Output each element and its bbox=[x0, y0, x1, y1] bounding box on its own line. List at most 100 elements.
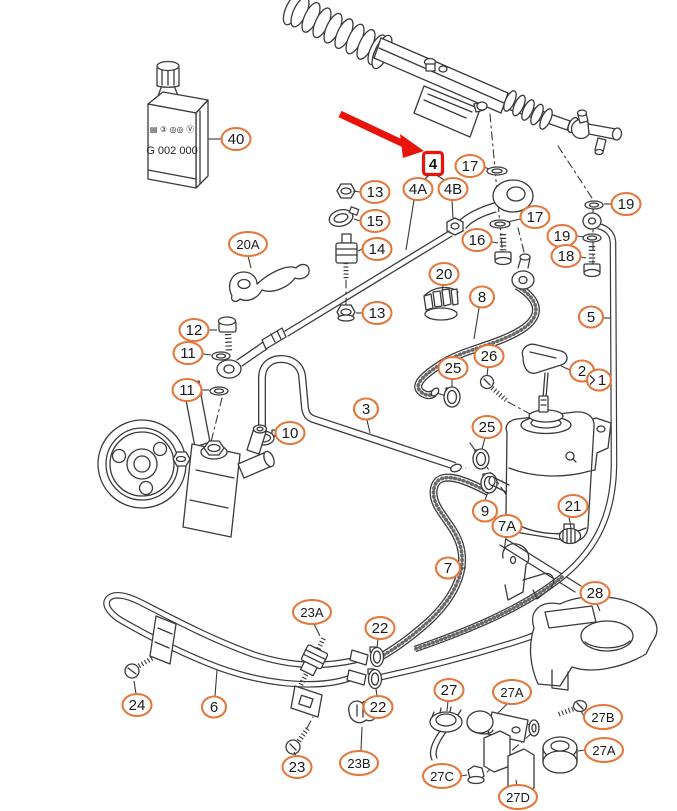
hose-open-end bbox=[450, 463, 462, 473]
banjo-stack-pump bbox=[209, 316, 237, 396]
callout-17[interactable] bbox=[519, 204, 551, 230]
callout-27C[interactable] bbox=[421, 762, 463, 790]
tie-rod-end bbox=[567, 109, 623, 156]
callout-11[interactable] bbox=[172, 340, 204, 366]
callout-12[interactable] bbox=[178, 317, 210, 343]
callout-27[interactable] bbox=[433, 677, 465, 703]
callout-27A[interactable] bbox=[583, 736, 625, 764]
callout-leader-9 bbox=[484, 491, 489, 501]
callout-6[interactable] bbox=[200, 695, 228, 719]
bracket-20A bbox=[229, 263, 310, 302]
callout-23[interactable] bbox=[281, 754, 313, 780]
callout-7[interactable] bbox=[434, 556, 462, 580]
callout-label-26: 26 bbox=[481, 348, 498, 365]
steering-rack bbox=[282, 0, 623, 156]
callout-13[interactable] bbox=[361, 300, 393, 326]
highlight-box[interactable] bbox=[421, 150, 445, 177]
callout-label-7: 7 bbox=[444, 560, 452, 577]
highlight-arrow-head bbox=[400, 134, 424, 158]
callout-leader-19 bbox=[576, 235, 585, 238]
callout-leader-3 bbox=[366, 419, 371, 434]
callout-leader-4A bbox=[405, 199, 415, 251]
callout-28[interactable] bbox=[579, 580, 611, 606]
callout-label-23A: 23A bbox=[300, 605, 323, 620]
callout-leader-27 bbox=[446, 700, 449, 712]
callout-leader-6 bbox=[214, 669, 218, 697]
callout-20[interactable] bbox=[428, 261, 460, 287]
callout-label-3: 3 bbox=[362, 401, 370, 418]
callout-5[interactable] bbox=[577, 305, 605, 329]
callout-25[interactable] bbox=[437, 355, 469, 381]
callout-label-6: 6 bbox=[210, 699, 218, 716]
callout-3[interactable] bbox=[352, 397, 380, 421]
callout-14[interactable] bbox=[361, 236, 393, 262]
screw-23 bbox=[294, 726, 311, 746]
callout-27D[interactable] bbox=[497, 783, 539, 811]
callout-13[interactable] bbox=[359, 179, 391, 205]
callout-4B[interactable] bbox=[437, 176, 469, 202]
banjo-stack-rack bbox=[486, 166, 512, 266]
callout-label-19: 19 bbox=[618, 196, 635, 213]
screw-27B bbox=[556, 699, 588, 718]
damper-valve-group bbox=[328, 183, 360, 322]
callout-40[interactable] bbox=[220, 126, 252, 152]
pipe-end-fitting bbox=[349, 649, 369, 666]
callout-10[interactable] bbox=[274, 420, 306, 446]
callout-leader-8 bbox=[473, 307, 480, 340]
callout-27B[interactable] bbox=[582, 703, 624, 731]
callout-label-8: 8 bbox=[478, 289, 486, 306]
callout-leader-22 bbox=[376, 638, 379, 649]
callout-leader-26 bbox=[486, 366, 489, 377]
callout-25[interactable] bbox=[471, 414, 503, 440]
callout-1[interactable] bbox=[585, 368, 613, 392]
callout-leader-16 bbox=[491, 241, 499, 244]
highlight-group[interactable]: 4 bbox=[338, 110, 450, 184]
callout-4A[interactable] bbox=[402, 176, 434, 202]
callout-24[interactable] bbox=[121, 692, 153, 718]
callout-27A[interactable] bbox=[491, 678, 533, 706]
rack-bracket bbox=[413, 85, 481, 138]
callout-label-27D: 27D bbox=[506, 790, 530, 805]
callout-23A[interactable] bbox=[291, 598, 333, 626]
callout-22[interactable] bbox=[364, 615, 396, 641]
callout-21[interactable] bbox=[557, 493, 589, 519]
callout-9[interactable] bbox=[471, 499, 499, 523]
callout-leader-28 bbox=[596, 603, 601, 612]
callout-20A[interactable] bbox=[227, 230, 269, 258]
callout-label-27A: 27A bbox=[500, 685, 523, 700]
callout-label-28: 28 bbox=[587, 585, 604, 602]
callout-label-40: 40 bbox=[228, 131, 245, 148]
callout-label-20: 20 bbox=[436, 266, 453, 283]
callout-15[interactable] bbox=[359, 208, 391, 234]
bottle-cap bbox=[156, 60, 180, 97]
callout-label-19: 19 bbox=[554, 228, 571, 245]
callout-22[interactable] bbox=[362, 694, 394, 720]
callout-8[interactable] bbox=[468, 285, 496, 309]
callout-leader-27A bbox=[577, 749, 586, 752]
callout-18[interactable] bbox=[550, 243, 582, 269]
callout-19[interactable] bbox=[610, 191, 642, 217]
callout-23B[interactable] bbox=[338, 749, 380, 777]
callout-7A[interactable] bbox=[491, 513, 523, 539]
cooler-pipe bbox=[107, 595, 369, 685]
junction-bracket bbox=[285, 685, 377, 755]
callout-leader-22 bbox=[375, 688, 378, 697]
screw-26 bbox=[479, 374, 508, 402]
callout-26[interactable] bbox=[473, 343, 505, 369]
drain-plug-21 bbox=[558, 523, 582, 545]
callout-label-27C: 27C bbox=[430, 769, 454, 784]
callout-11[interactable] bbox=[171, 377, 203, 403]
nut-27C bbox=[467, 765, 485, 785]
callout-17[interactable] bbox=[454, 153, 486, 179]
callout-leader-13 bbox=[352, 190, 361, 193]
callout-label-4B: 4B bbox=[444, 181, 462, 198]
pipe-bracket bbox=[149, 615, 177, 665]
bracket-27D bbox=[483, 730, 511, 773]
callout-label-15: 15 bbox=[367, 213, 384, 230]
screw-24 bbox=[124, 654, 156, 679]
callout-leader-23B bbox=[360, 726, 363, 752]
callout-16[interactable] bbox=[461, 227, 493, 253]
callout-label-14: 14 bbox=[369, 241, 386, 258]
